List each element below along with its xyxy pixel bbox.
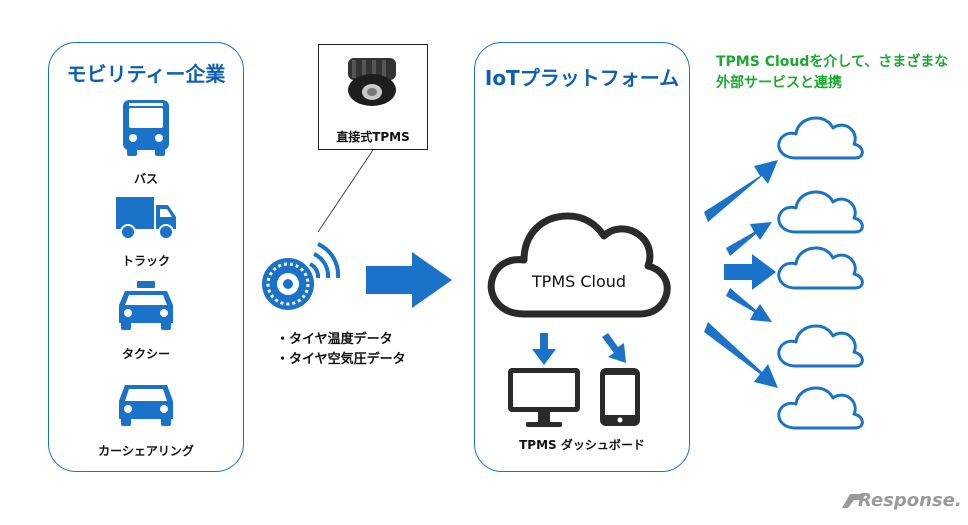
- tire-sensor-icon: [262, 242, 341, 310]
- service-cloud-5-icon: [777, 386, 864, 430]
- sensor-label: 直接式TPMS: [336, 130, 410, 144]
- service-cloud-4-icon: [777, 324, 864, 368]
- item-label-car: カーシェアリング: [98, 444, 194, 458]
- service-cloud-3-icon: [777, 246, 864, 290]
- services-note-line-2: 外部サービスと連携: [716, 75, 842, 91]
- mobility-title: モビリティー企業: [66, 62, 226, 86]
- truck-icon: [116, 197, 176, 240]
- arrow-down-right-icon: [602, 333, 626, 363]
- platform-panel: [474, 42, 690, 472]
- tpms-cloud-icon: [487, 212, 671, 318]
- tablet-icon: [600, 368, 640, 426]
- monitor-icon: [508, 368, 580, 427]
- service-cloud-2-icon: [777, 190, 864, 234]
- platform-title: IoTプラットフォーム: [484, 66, 680, 90]
- mobility-panel: [48, 42, 244, 472]
- watermark-logo-icon: [842, 494, 866, 508]
- sensor-data-line-2: ・タイヤ空気圧データ: [276, 352, 406, 367]
- bus-icon: [123, 100, 169, 156]
- arrow-to-cloud-5-icon: [704, 322, 778, 388]
- tpms-sensor-image: [348, 58, 396, 106]
- item-label-taxi: タクシー: [121, 347, 170, 361]
- cloud-label: TPMS Cloud: [531, 272, 627, 291]
- watermark-text: Response.: [858, 490, 962, 511]
- arrow-down-left-icon: [532, 333, 556, 365]
- arrow-to-cloud-3-icon: [724, 254, 776, 290]
- item-label-truck: トラック: [121, 254, 170, 268]
- dashboard-label: TPMS ダッシュボード: [519, 438, 645, 452]
- arrow-to-cloud-1-icon: [704, 160, 778, 222]
- car-icon: [119, 385, 173, 426]
- arrow-to-cloud-4-icon: [726, 288, 772, 322]
- taxi-icon: [119, 281, 173, 330]
- arrow-right-icon: [366, 252, 452, 308]
- services-note-line-1: TPMS Cloudを介して、さまざまな: [716, 54, 949, 70]
- arrow-to-cloud-2-icon: [726, 222, 772, 256]
- service-cloud-1-icon: [777, 116, 864, 160]
- item-label-bus: バス: [133, 172, 158, 186]
- sensor-data-line-1: ・タイヤ温度データ: [276, 332, 393, 347]
